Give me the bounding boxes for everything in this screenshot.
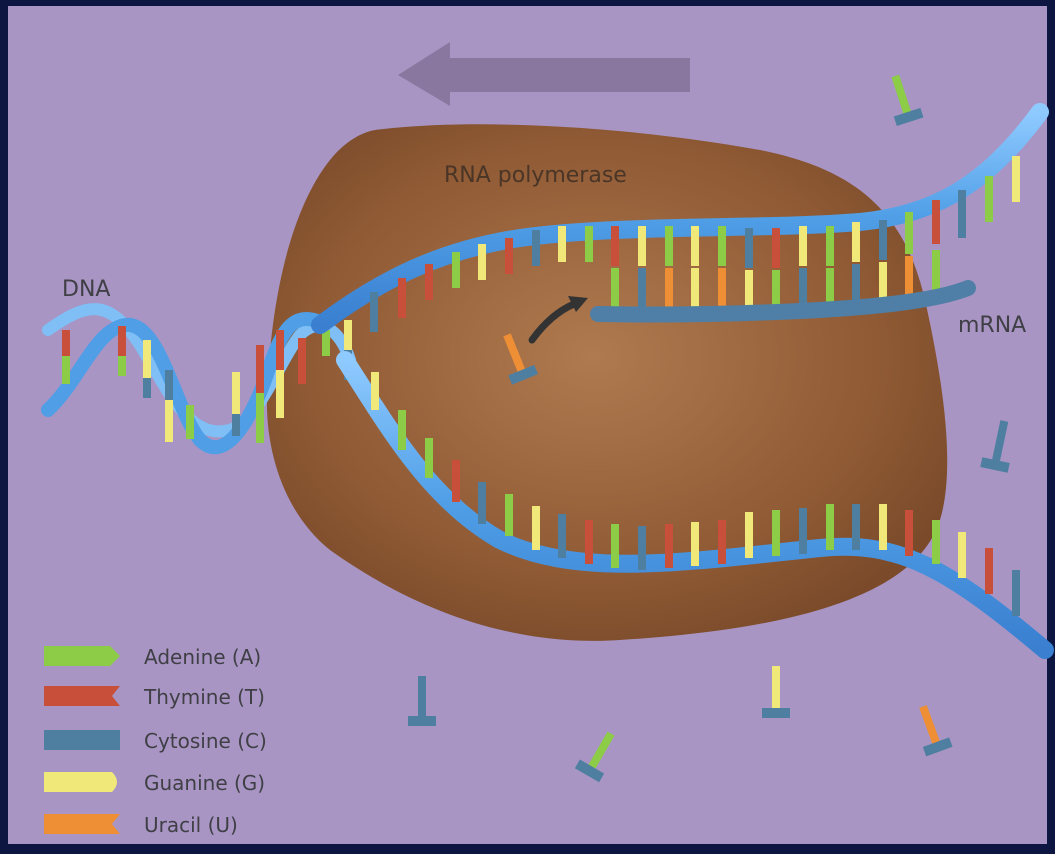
uracil-swatch: [44, 814, 120, 834]
legend-label-uracil: Uracil (U): [144, 813, 238, 837]
legend-item-thymine: Thymine (T): [44, 685, 265, 709]
adenine-swatch: [44, 646, 120, 666]
legend-label-adenine: Adenine (A): [144, 645, 261, 669]
rna-polymerase-label: RNA polymerase: [444, 163, 627, 188]
legend-item-guanine: Guanine (G): [44, 771, 265, 795]
cytosine-swatch: [44, 730, 120, 750]
thymine-swatch: [44, 686, 120, 706]
dna-label: DNA: [62, 277, 110, 302]
guanine-swatch: [44, 772, 117, 792]
legend-label-guanine: Guanine (G): [144, 771, 265, 795]
mrna-label: mRNA: [958, 313, 1026, 338]
legend-label-cytosine: Cytosine (C): [144, 729, 267, 753]
legend-item-adenine: Adenine (A): [44, 645, 261, 669]
legend-item-cytosine: Cytosine (C): [44, 729, 267, 753]
legend-label-thymine: Thymine (T): [143, 685, 265, 709]
